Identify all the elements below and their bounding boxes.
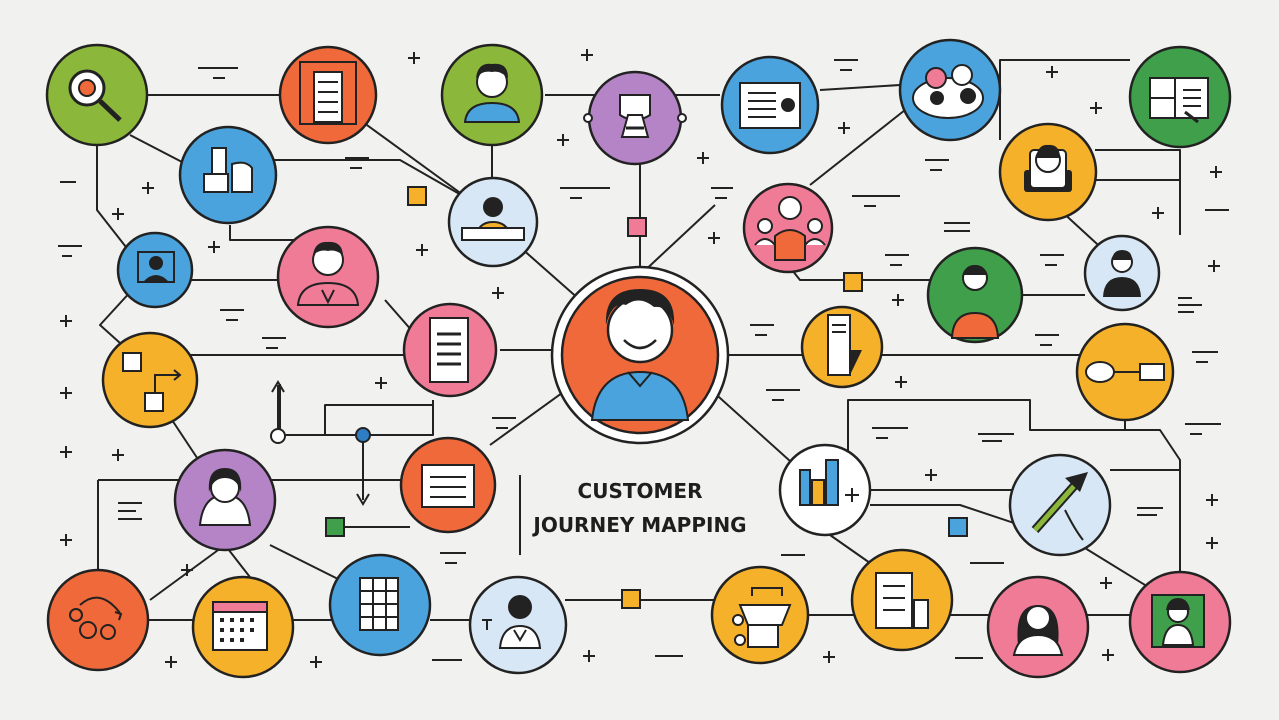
connector-squares: [325, 186, 968, 609]
support-node[interactable]: [468, 575, 568, 675]
node-dot-white: [270, 428, 286, 444]
decorative-dashes: [118, 222, 1202, 520]
list-node[interactable]: [402, 302, 498, 398]
decorative-plus-signs: [60, 49, 1222, 668]
mobile-node[interactable]: [800, 305, 884, 389]
team-node[interactable]: [742, 182, 834, 274]
gears-node[interactable]: [46, 568, 150, 672]
woman-node[interactable]: [986, 575, 1090, 679]
sofa-person-node[interactable]: [998, 122, 1098, 222]
box-person-node[interactable]: [116, 231, 194, 309]
building-node[interactable]: [178, 125, 278, 225]
portrait-node[interactable]: [1128, 570, 1232, 674]
bar-chart-node[interactable]: [778, 443, 872, 537]
title-line-1: CUSTOMER: [578, 479, 703, 503]
chat-node[interactable]: [898, 38, 1002, 142]
trophy-node[interactable]: [583, 70, 687, 166]
desk-person-node[interactable]: [447, 176, 539, 268]
search-node[interactable]: [45, 43, 149, 147]
checklist-node[interactable]: [850, 548, 954, 652]
spreadsheet-node[interactable]: [328, 553, 432, 657]
node-dot-blue: [355, 427, 371, 443]
flowchart-node[interactable]: [101, 331, 199, 429]
center-customer-node[interactable]: [550, 265, 730, 445]
flow-arrows: [271, 380, 370, 506]
person-purple-node[interactable]: [173, 448, 277, 552]
annotation-scribbles: [58, 59, 1229, 661]
person-top-node[interactable]: [440, 43, 544, 147]
key-flow-node[interactable]: [1075, 322, 1175, 422]
person-green-node[interactable]: [926, 246, 1024, 344]
person-pink-node[interactable]: [276, 225, 380, 329]
presentation-node[interactable]: [720, 55, 820, 155]
board-node[interactable]: [1128, 45, 1232, 149]
title-line-2: JOURNEY MAPPING: [531, 513, 746, 537]
calendar-node[interactable]: [191, 575, 295, 679]
pen-node[interactable]: [1008, 453, 1112, 557]
document-node[interactable]: [278, 45, 378, 145]
cart-node[interactable]: [710, 565, 810, 665]
form-node[interactable]: [399, 436, 497, 534]
person-light-node[interactable]: [1083, 234, 1161, 312]
